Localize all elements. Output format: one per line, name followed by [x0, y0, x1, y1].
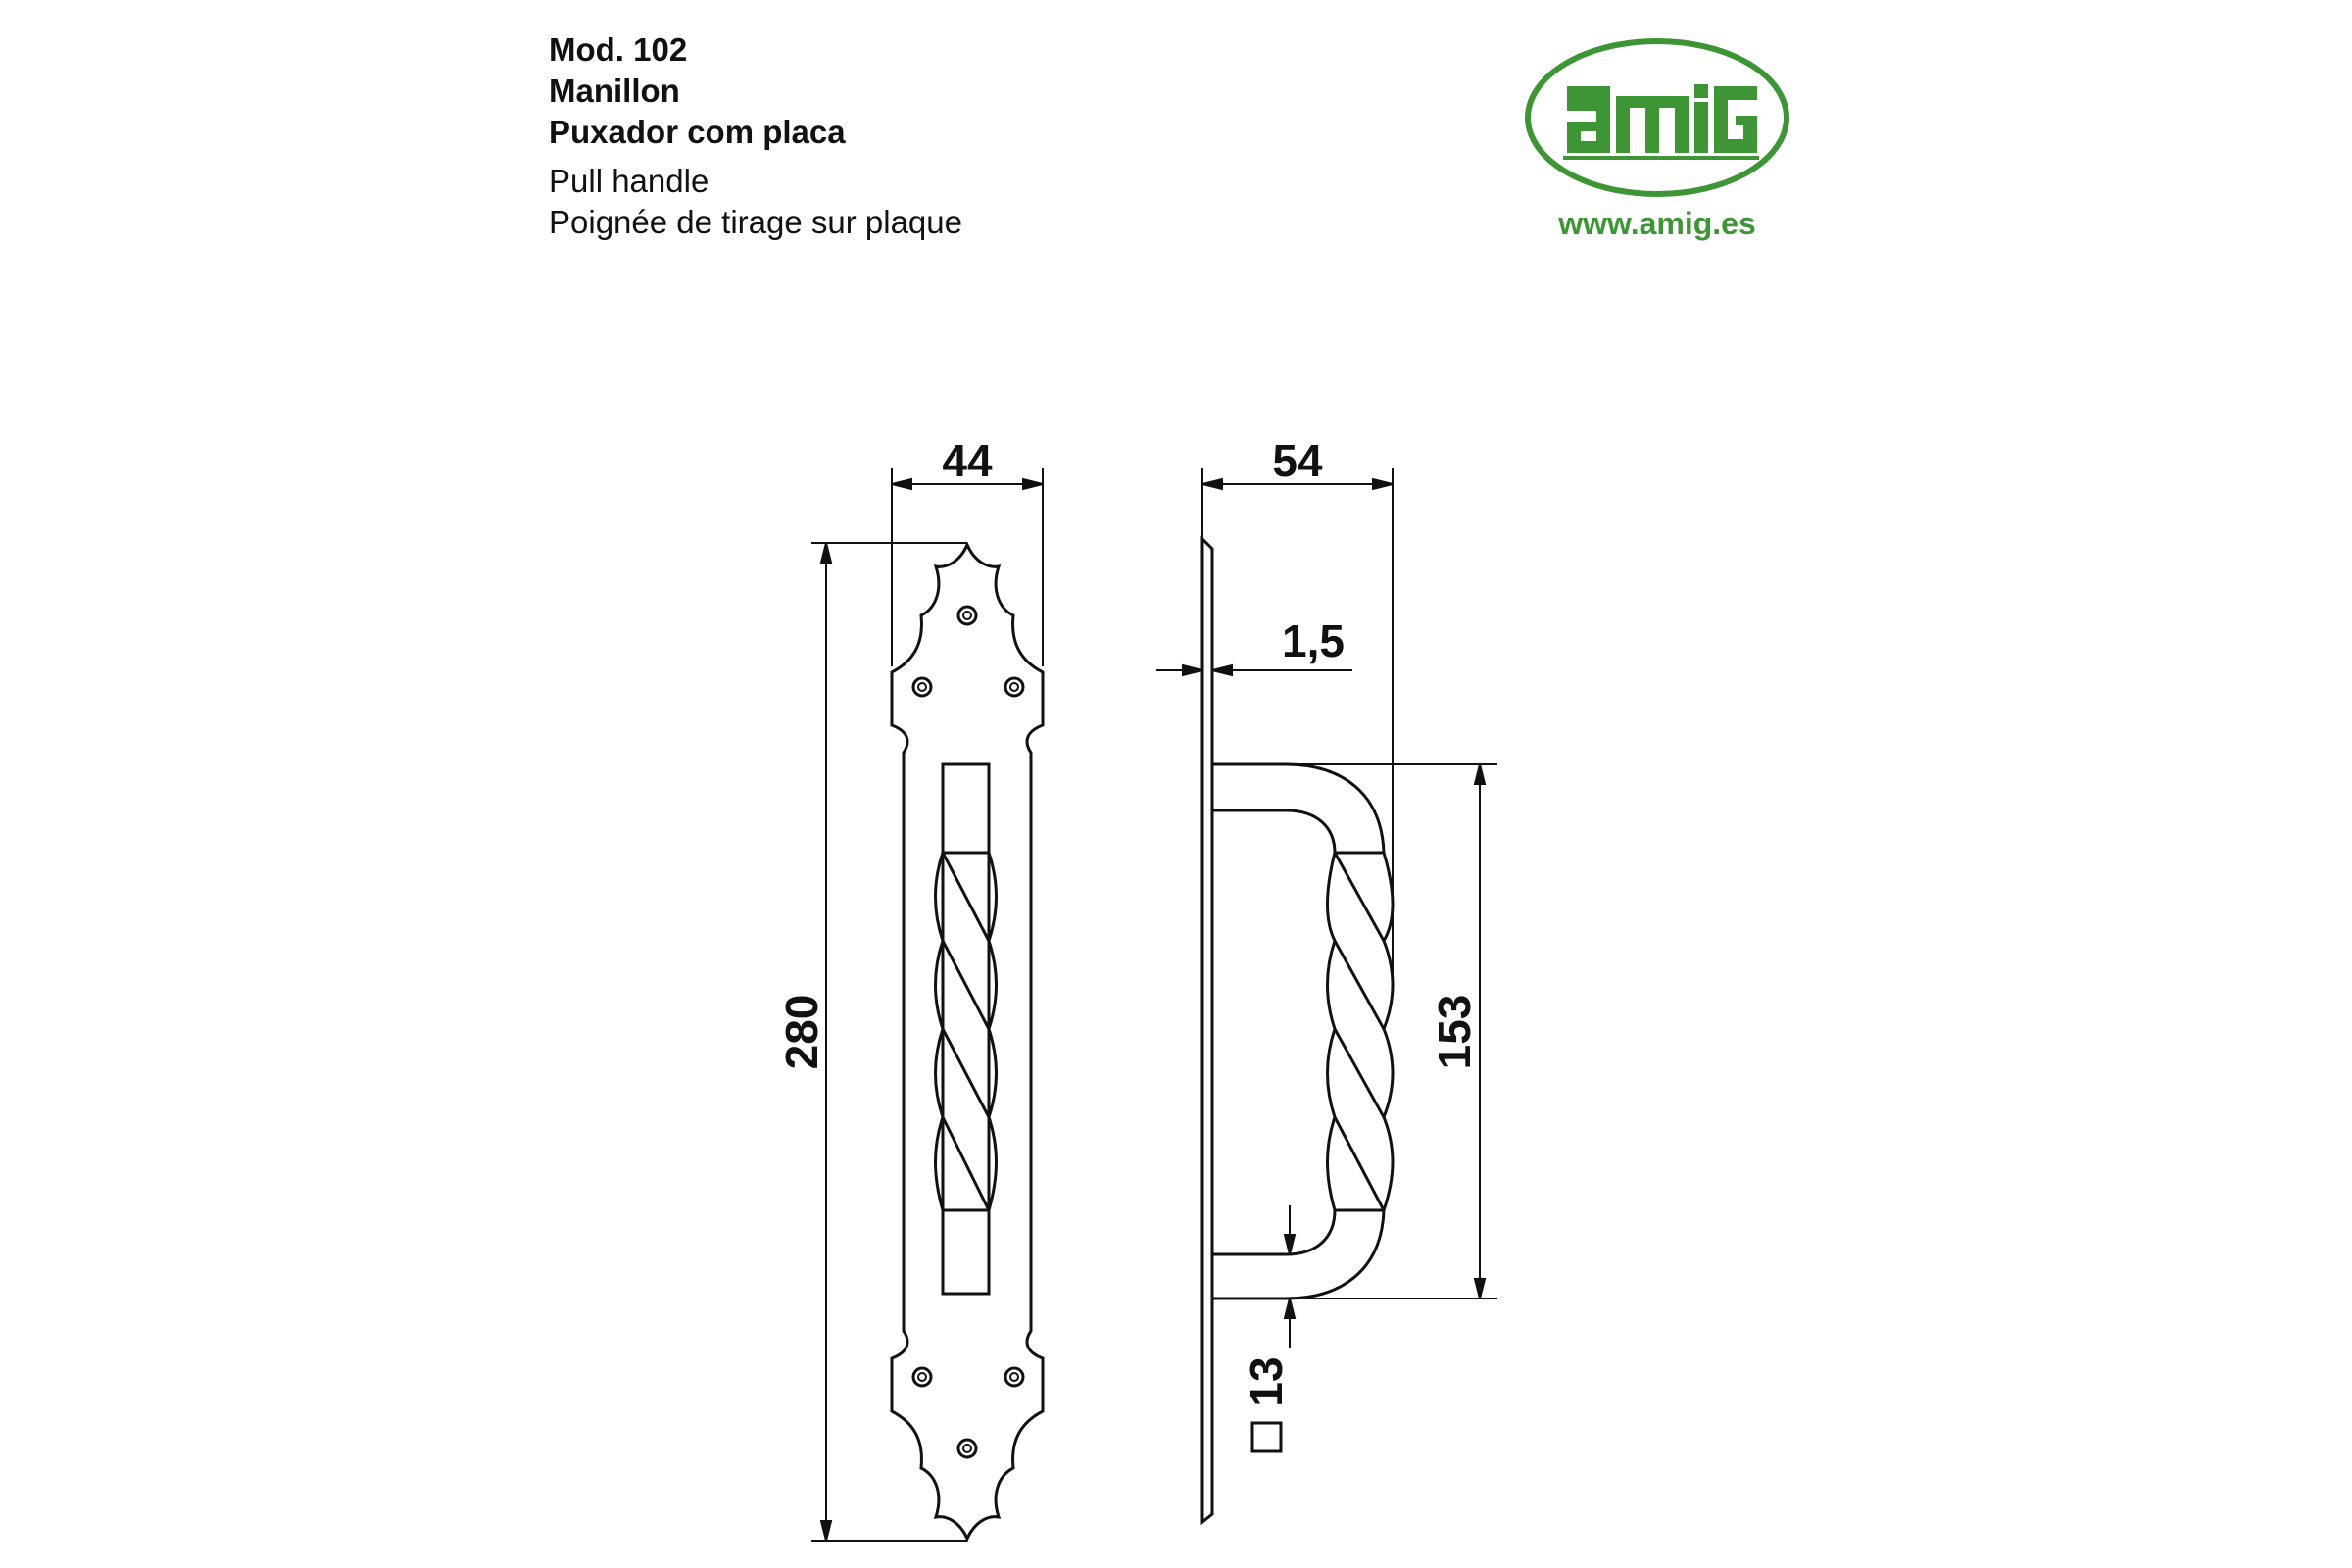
dim-thickness-label: 1,5 — [1282, 615, 1345, 666]
amig-logo — [1525, 38, 1789, 197]
model-number: Mod. 102 — [549, 31, 688, 68]
product-name-pt: Puxador com placa — [549, 114, 846, 150]
dim-section-label: 13 — [1241, 1356, 1292, 1406]
title-block: Mod. 102 Manillon Puxador com placa Pull… — [549, 29, 962, 243]
screw-holes — [911, 605, 1025, 1459]
dimension-lines — [811, 468, 1497, 1542]
product-name-es: Manillon — [549, 73, 680, 109]
square-section-symbol — [1250, 1421, 1283, 1453]
dim-span-label: 153 — [1429, 995, 1480, 1070]
front-handle — [934, 762, 998, 1296]
dim-height-label: 280 — [776, 995, 827, 1070]
side-handle — [1212, 762, 1395, 1300]
front-view — [890, 541, 1045, 1543]
website-url[interactable]: www.amig.es — [1558, 206, 1756, 241]
product-name-en: Pull handle — [549, 163, 710, 199]
side-view — [1200, 535, 1395, 1526]
back-plate — [890, 541, 1045, 1543]
side-plate — [1200, 535, 1214, 1526]
dim-width-label: 44 — [942, 435, 993, 486]
product-name-fr: Poignée de tirage sur plaque — [549, 204, 962, 240]
dim-depth-label: 54 — [1272, 435, 1323, 486]
